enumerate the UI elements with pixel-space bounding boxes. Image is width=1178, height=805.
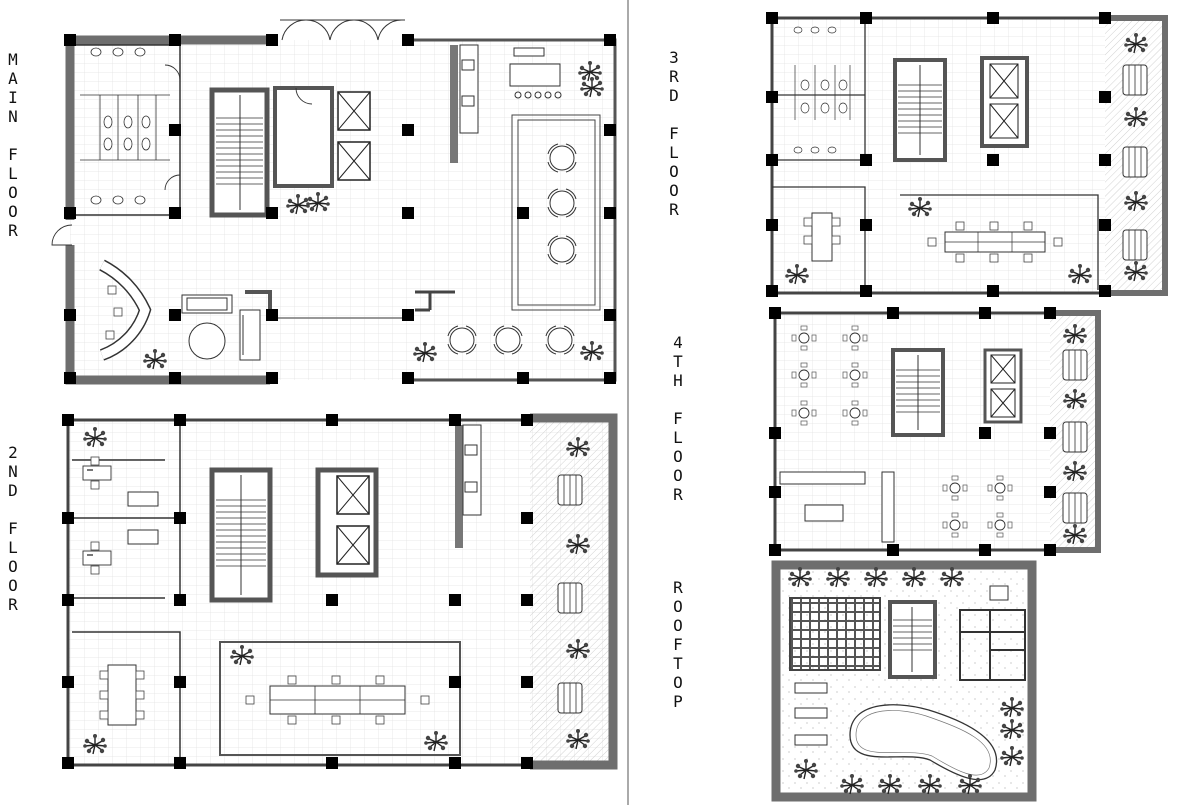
floor-label-letter: T	[673, 352, 683, 371]
floor-label-letter: R	[8, 221, 18, 240]
floor-label-letter: F	[669, 124, 679, 143]
floor-label-letter: O	[673, 673, 683, 692]
reception-desk	[99, 259, 152, 361]
desk-icon	[82, 456, 430, 726]
sink-icon	[90, 47, 146, 205]
stair-icon	[891, 348, 945, 437]
pergola-icon	[789, 597, 881, 671]
sunbed-icon	[1062, 349, 1088, 524]
rooftop-plan	[771, 560, 1037, 802]
floor-label-letter: R	[673, 485, 683, 504]
bar-counter	[509, 47, 562, 99]
floor-label-letter: A	[8, 69, 18, 88]
floor-label-letter: O	[8, 202, 18, 221]
floor-label-letter: 4	[673, 333, 683, 352]
floor-label-letter: R	[669, 200, 679, 219]
floor-label-letter: O	[673, 597, 683, 616]
floor-label-letter: H	[673, 371, 683, 390]
floor-label-letter: 2	[8, 443, 18, 462]
floor-label-letter: O	[669, 162, 679, 181]
sofa-icon	[127, 491, 159, 545]
floor-label-letter: O	[673, 466, 683, 485]
floor-label-letter: R	[669, 67, 679, 86]
toilet-icon	[80, 94, 170, 161]
sunbed-icon	[794, 682, 828, 746]
stair-icon	[209, 87, 270, 218]
stair-icon	[888, 600, 937, 679]
stair-icon	[209, 467, 273, 603]
floor-label-letter: D	[669, 86, 679, 105]
door-swing-icon	[51, 64, 313, 246]
floor-label-letter: O	[673, 616, 683, 635]
floor-label-letter: F	[8, 145, 18, 164]
floor-label-letter: N	[8, 107, 18, 126]
pool-icon	[849, 704, 998, 781]
sofa-icon	[181, 294, 261, 361]
floor-label-letter: F	[8, 519, 18, 538]
floor-label-letter: L	[8, 538, 18, 557]
floor-label-letter: 3	[669, 48, 679, 67]
floor-label-letter: L	[669, 143, 679, 162]
floor-label-letter: M	[8, 50, 18, 69]
desk-icon	[803, 212, 1063, 263]
second-floor-plan	[62, 413, 618, 770]
fourth-floor-plan	[769, 307, 1101, 556]
floor-label-letter: T	[673, 654, 683, 673]
floor-label-letter: L	[8, 164, 18, 183]
floor-label-letter: I	[8, 88, 18, 107]
floor-label-letter: R	[8, 595, 18, 614]
floor-label-letter: F	[673, 635, 683, 654]
floor-label-letter: O	[8, 557, 18, 576]
floor-label-letter: F	[673, 409, 683, 428]
elevator-icon	[989, 63, 1019, 139]
stair-icon	[893, 58, 947, 162]
toilet-icon	[793, 26, 851, 154]
third-floor-plan	[766, 12, 1168, 297]
main-floor-plan	[51, 19, 617, 385]
floor-label-letter: O	[8, 183, 18, 202]
floor-label-letter: O	[673, 447, 683, 466]
floor-label-letter: O	[669, 181, 679, 200]
floor-label-letter: O	[8, 576, 18, 595]
floor-label-letter: D	[8, 481, 18, 500]
floor-label-letter: R	[673, 578, 683, 597]
kitchen-counter	[779, 471, 895, 543]
sunbed-icon	[1122, 64, 1148, 261]
main-entrance-doors	[280, 19, 405, 41]
floor-label-letter: P	[673, 692, 683, 711]
round-table-icon	[188, 143, 577, 360]
floor-label-letter: N	[8, 462, 18, 481]
elevator-icon	[990, 354, 1016, 418]
floor-label-letter: L	[673, 428, 683, 447]
